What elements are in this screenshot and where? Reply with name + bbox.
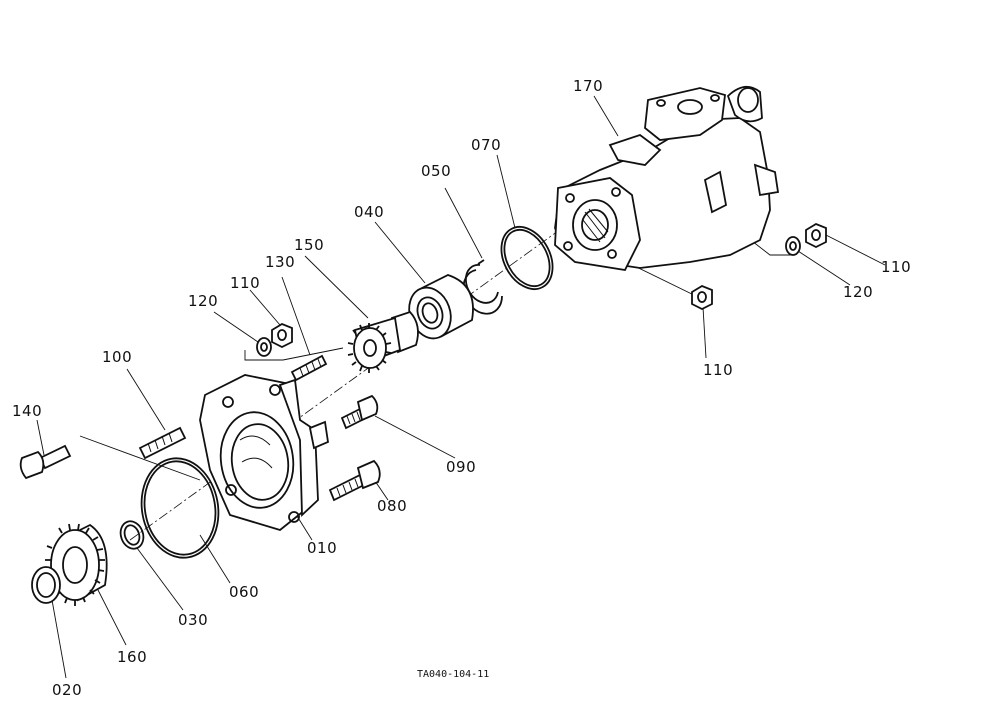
callout-100: 100 bbox=[102, 348, 133, 366]
callout-140: 140 bbox=[12, 402, 43, 420]
callout-170: 170 bbox=[573, 77, 604, 95]
nut-110-lower bbox=[691, 284, 713, 311]
callout-160: 160 bbox=[117, 648, 148, 666]
nut-110-right bbox=[805, 222, 827, 249]
snap-ring-030 bbox=[119, 520, 145, 550]
washer-120-right bbox=[785, 236, 801, 256]
drive-gear-150 bbox=[347, 310, 419, 373]
callout-030: 030 bbox=[178, 611, 209, 629]
hydraulic-pump-170 bbox=[554, 86, 780, 271]
callout-060: 060 bbox=[229, 583, 260, 601]
bolt-090 bbox=[340, 394, 379, 430]
callout-020: 020 bbox=[52, 681, 83, 699]
collar-020 bbox=[31, 566, 61, 604]
callout-110-right: 110 bbox=[881, 258, 912, 276]
callout-070: 070 bbox=[471, 136, 502, 154]
callout-050: 050 bbox=[421, 162, 452, 180]
callout-090: 090 bbox=[446, 458, 477, 476]
ball-bearing-040 bbox=[408, 274, 474, 340]
callout-150: 150 bbox=[294, 236, 325, 254]
figure-code: TA040-104-11 bbox=[417, 669, 490, 680]
callout-110-lower: 110 bbox=[703, 361, 734, 379]
callout-110-left: 110 bbox=[230, 274, 261, 292]
flange-housing-010 bbox=[199, 374, 329, 531]
callout-040: 040 bbox=[354, 203, 385, 221]
washer-120-left bbox=[256, 337, 272, 357]
callout-120-right: 120 bbox=[843, 283, 874, 301]
bolt-080 bbox=[328, 459, 381, 502]
o-ring-060 bbox=[140, 457, 220, 559]
callout-010: 010 bbox=[307, 539, 338, 557]
gear-160 bbox=[44, 523, 108, 606]
leader-lines bbox=[36, 95, 886, 679]
bolt-140 bbox=[19, 444, 72, 480]
callout-080: 080 bbox=[377, 497, 408, 515]
stud-130 bbox=[290, 354, 328, 382]
stud-100 bbox=[138, 426, 187, 460]
callout-130: 130 bbox=[265, 253, 296, 271]
callout-120-left: 120 bbox=[188, 292, 219, 310]
nut-110-left bbox=[271, 322, 293, 349]
o-ring-070 bbox=[500, 226, 554, 290]
